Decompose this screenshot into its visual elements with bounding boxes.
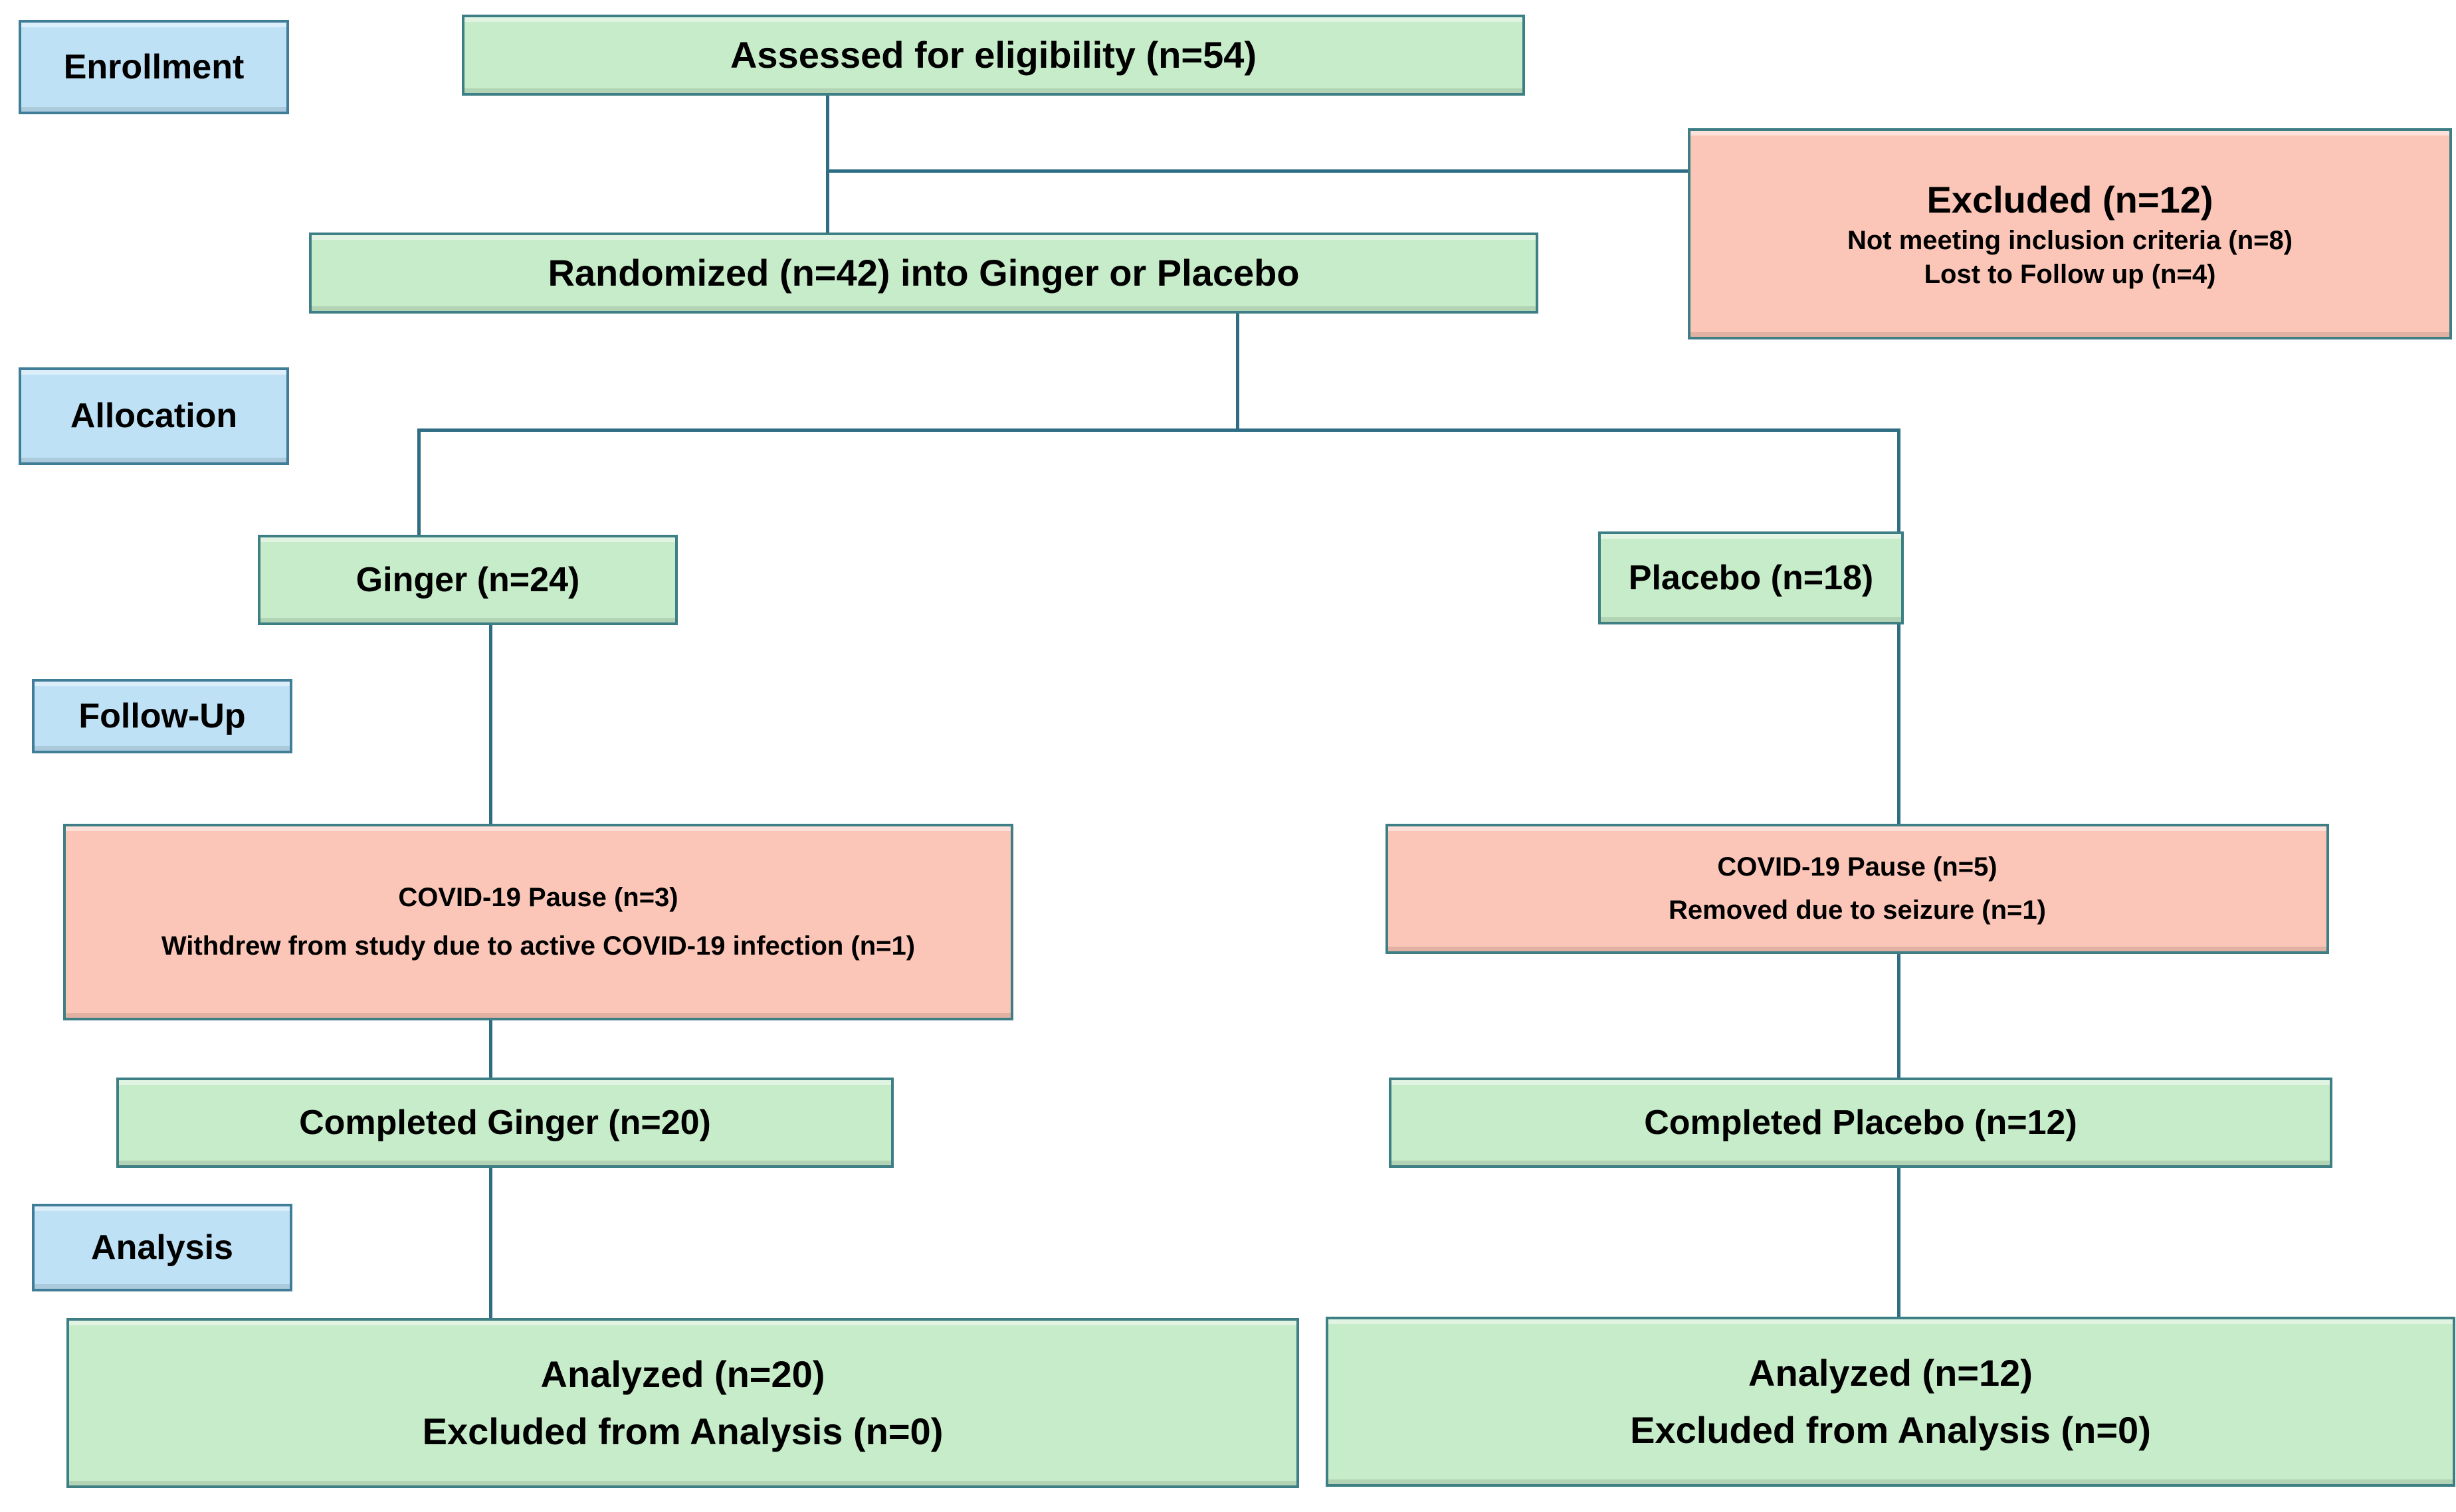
- node-placebo-followup-line-2: Removed due to seizure (n=1): [1669, 896, 2046, 925]
- node-assessed-for-eligibility: Assessed for eligibility (n=54): [462, 15, 1525, 96]
- node-ginger-followup-line-1: COVID-19 Pause (n=3): [398, 882, 678, 912]
- node-ginger-followup: COVID-19 Pause (n=3) Withdrew from study…: [63, 824, 1013, 1020]
- node-excluded-reason-2: Lost to Follow up (n=4): [1924, 259, 2216, 289]
- connector-ginger-followup-to-completed: [489, 1016, 492, 1080]
- stage-label-allocation: Allocation: [19, 367, 289, 465]
- connector-placebo-to-followup: [1897, 623, 1900, 826]
- node-placebo-followup-line-1: COVID-19 Pause (n=5): [1717, 852, 1997, 882]
- node-completed-placebo: Completed Placebo (n=12): [1389, 1078, 2332, 1168]
- stage-label-followup-text: Follow-Up: [78, 696, 246, 735]
- stage-label-enrollment-text: Enrollment: [63, 47, 245, 86]
- connector-assessed-to-excluded: [826, 169, 1690, 173]
- node-placebo-allocated-text: Placebo (n=18): [1628, 558, 1874, 597]
- node-excluded-reason-1: Not meeting inclusion criteria (n=8): [1847, 225, 2293, 255]
- node-completed-ginger-text: Completed Ginger (n=20): [299, 1103, 711, 1142]
- node-analyzed-ginger-line-2: Excluded from Analysis (n=0): [422, 1410, 944, 1452]
- node-analyzed-ginger-line-1: Analyzed (n=20): [540, 1353, 825, 1396]
- node-completed-placebo-text: Completed Placebo (n=12): [1644, 1103, 2077, 1142]
- connector-fork-to-placebo: [1897, 428, 1900, 535]
- connector-placebo-followup-to-completed: [1897, 950, 1900, 1080]
- node-analyzed-placebo-line-1: Analyzed (n=12): [1748, 1352, 2033, 1394]
- node-assessed-text: Assessed for eligibility (n=54): [730, 34, 1257, 76]
- node-ginger-allocated: Ginger (n=24): [258, 535, 678, 625]
- node-ginger-allocated-text: Ginger (n=24): [356, 560, 580, 599]
- node-randomized: Randomized (n=42) into Ginger or Placebo: [309, 233, 1538, 314]
- node-analyzed-placebo-line-2: Excluded from Analysis (n=0): [1630, 1409, 2151, 1451]
- connector-fork-to-ginger: [417, 428, 421, 538]
- stage-label-enrollment: Enrollment: [19, 20, 289, 114]
- connector-to-randomized: [826, 169, 829, 236]
- node-randomized-text: Randomized (n=42) into Ginger or Placebo: [548, 252, 1300, 294]
- stage-label-followup: Follow-Up: [32, 679, 292, 753]
- stage-label-analysis-text: Analysis: [91, 1228, 233, 1267]
- connector-randomized-down: [1236, 312, 1239, 430]
- node-analyzed-ginger: Analyzed (n=20) Excluded from Analysis (…: [66, 1318, 1299, 1488]
- node-excluded: Excluded (n=12) Not meeting inclusion cr…: [1688, 128, 2452, 339]
- stage-label-analysis: Analysis: [32, 1204, 292, 1291]
- connector-placebo-completed-to-analyzed: [1897, 1168, 1900, 1319]
- stage-label-allocation-text: Allocation: [70, 397, 238, 436]
- connector-assessed-down: [826, 94, 829, 174]
- node-analyzed-placebo: Analyzed (n=12) Excluded from Analysis (…: [1326, 1317, 2455, 1487]
- node-ginger-followup-line-2: Withdrew from study due to active COVID-…: [161, 931, 916, 961]
- connector-allocation-fork: [417, 428, 1900, 432]
- node-excluded-heading: Excluded (n=12): [1926, 178, 2213, 221]
- node-completed-ginger: Completed Ginger (n=20): [116, 1078, 894, 1168]
- connector-ginger-to-followup: [489, 623, 492, 826]
- connector-ginger-completed-to-analyzed: [489, 1168, 492, 1319]
- node-placebo-followup: COVID-19 Pause (n=5) Removed due to seiz…: [1385, 824, 2329, 954]
- node-placebo-allocated: Placebo (n=18): [1598, 531, 1904, 624]
